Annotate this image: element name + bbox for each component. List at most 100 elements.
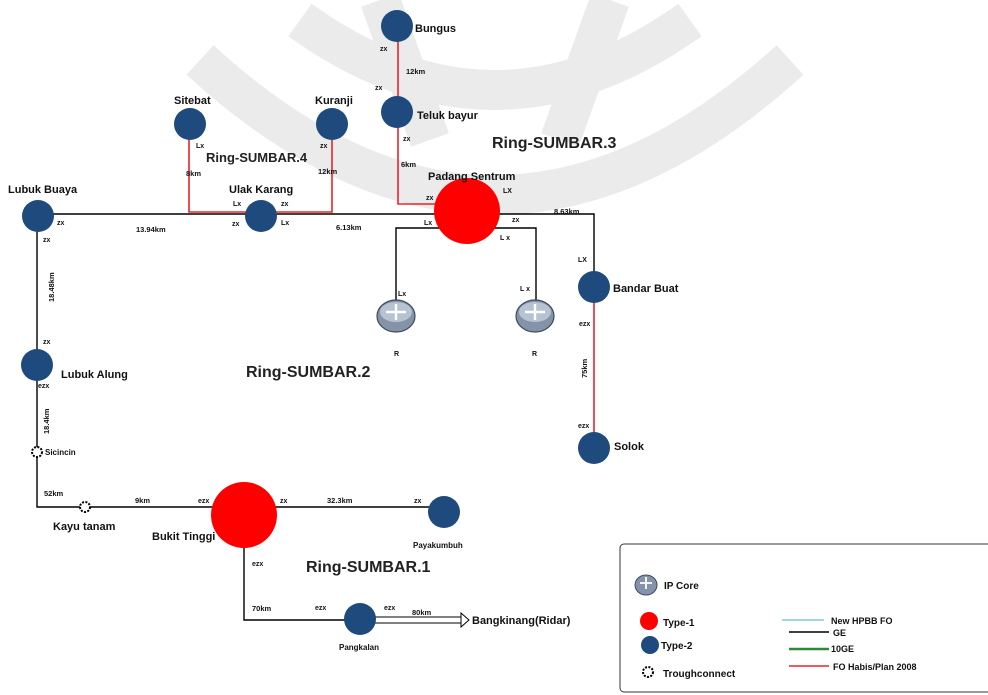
link-bukit-pangkalan <box>243 520 360 621</box>
port-padang-lx: LX <box>503 188 512 195</box>
node-lubuk-alung <box>21 349 53 381</box>
node-ulak-karang <box>245 200 277 232</box>
label-teluk-bayur: Teluk bayur <box>417 110 479 122</box>
port-bukit-zx: zx <box>280 498 288 505</box>
dist-ulak-padang: 6.13km <box>336 223 362 232</box>
legend-type1-label: Type-1 <box>663 618 695 629</box>
link-kuranji-ulak <box>274 124 333 213</box>
node-bungus <box>381 10 413 42</box>
port-sitebat-lx: Lx <box>196 143 204 150</box>
legend-ip-core-label: IP Core <box>664 581 699 592</box>
port-padang-zx: zx <box>426 195 434 202</box>
legend-new-hpbb-label: New HPBB FO <box>831 616 893 626</box>
dist-sicincin-kayu: 52km <box>44 489 64 498</box>
legend-10ge-label: 10GE <box>831 644 854 654</box>
ring-label-1: Ring-SUMBAR.1 <box>306 559 431 576</box>
troughconnect-sicincin <box>31 446 43 458</box>
label-payakumbuh: Payakumbuh <box>413 541 463 550</box>
label-bungus: Bungus <box>415 23 456 35</box>
label-pangkalan: Pangkalan <box>339 643 379 652</box>
ring-label-3: Ring-SUMBAR.3 <box>492 135 617 152</box>
label-lubuk-buaya: Lubuk Buaya <box>8 184 78 196</box>
port-bungus-zx: zx <box>380 46 388 53</box>
link-alung-kayu <box>36 364 244 508</box>
port-core-right-r: R <box>532 351 537 358</box>
node-padang-sentrum <box>434 178 500 244</box>
label-solok: Solok <box>614 441 645 453</box>
dist-kuranji-ulak: 12km <box>318 167 338 176</box>
port-solok-ezx: ezx <box>578 423 589 430</box>
distance-labels: 12km 6km 8km 12km 13.94km 6.13km 8.63km … <box>42 67 589 617</box>
legend-type1-icon <box>640 612 658 630</box>
label-bandar-buat: Bandar Buat <box>613 283 679 295</box>
ip-core-router-right <box>515 299 555 333</box>
ring-label-4: Ring-SUMBAR.4 <box>206 150 308 165</box>
port-bukit-ezx: ezx <box>198 498 209 505</box>
dist-sitebat-ulak: 8km <box>186 169 201 178</box>
link-padang-core-left <box>395 227 440 312</box>
port-ulak-zx-left: zx <box>232 221 240 228</box>
port-lubukbuaya-zx-right: zx <box>57 220 65 227</box>
label-bukit-tinggi: Bukit Tinggi <box>152 531 215 543</box>
legend-ge-label: GE <box>833 628 846 638</box>
label-lubuk-alung: Lubuk Alung <box>61 369 128 381</box>
link-teluk-padang <box>397 112 440 205</box>
port-paya-zx: zx <box>414 498 422 505</box>
legend-troughconnect-label: Troughconnect <box>663 669 736 680</box>
type2-nodes <box>21 10 610 635</box>
legend-type2-icon <box>641 636 659 654</box>
dist-pangkalan-bangkinang: 80km <box>412 608 432 617</box>
legend: IP Core Type-1 Type-2 Troughconnect New … <box>619 543 988 693</box>
node-teluk-bayur <box>381 96 413 128</box>
port-bandar-ezx: ezx <box>579 321 590 328</box>
legend-type2-label: Type-2 <box>661 641 693 652</box>
link-sitebat-ulak <box>188 124 246 213</box>
port-pangkalan-ezx-left: ezx <box>315 605 326 612</box>
legend-box <box>619 543 988 693</box>
dist-bandar-solok: 75km <box>580 358 589 378</box>
link-padang-core-right <box>490 227 537 312</box>
port-labels: zx zx zx Lx zx Lx zx zx Lx zx zx zx LX L… <box>38 46 590 612</box>
label-kayu-tanam: Kayu tanam <box>53 521 116 533</box>
dist-alung-sicincin: 18.4km <box>42 408 51 434</box>
node-bandar-buat <box>578 271 610 303</box>
port-pangkalan-ezx-right: ezx <box>384 605 395 612</box>
link-padang-bandar <box>498 213 595 288</box>
legend-fo-plan-label: FO Habis/Plan 2008 <box>833 662 917 672</box>
node-kuranji <box>316 108 348 140</box>
type1-nodes <box>211 178 500 548</box>
port-ulak-lx-right: Lx <box>281 220 289 227</box>
label-kuranji: Kuranji <box>315 95 353 107</box>
port-bandar-lx: LX <box>578 257 587 264</box>
label-ulak-karang: Ulak Karang <box>229 184 293 196</box>
node-lubuk-buaya <box>22 200 54 232</box>
port-bukit-ezx-bottom: ezx <box>252 561 263 568</box>
legend-troughconnect-icon <box>642 666 654 678</box>
port-alung-ezx: ezx <box>38 383 49 390</box>
dist-teluk-padang: 6km <box>401 160 416 169</box>
ip-core-router-left <box>376 299 416 333</box>
port-teluk-zx-bottom: zx <box>403 136 411 143</box>
label-padang-sentrum: Padang Sentrum <box>428 171 516 183</box>
port-lubukbuaya-zx-bottom: zx <box>43 237 51 244</box>
dist-bukit-paya: 32.3km <box>327 496 353 505</box>
dist-kayu-bukit: 9km <box>135 496 150 505</box>
port-core-left-lx: Lx <box>398 291 406 298</box>
ring-label-2: Ring-SUMBAR.2 <box>246 364 371 381</box>
dist-padang-bandar: 8.63km <box>554 207 580 216</box>
dist-bungus-teluk: 12km <box>406 67 426 76</box>
port-kuranji-zx: zx <box>320 143 328 150</box>
label-sitebat: Sitebat <box>174 95 211 107</box>
label-sicincin: Sicincin <box>45 448 76 457</box>
node-payakumbuh <box>428 496 460 528</box>
port-core-left-r: R <box>394 351 399 358</box>
port-teluk-zx-top: zx <box>375 85 383 92</box>
port-ulak-zx-top: zx <box>281 201 289 208</box>
port-ulak-lx-top: Lx <box>233 201 241 208</box>
dist-bukit-pangkalan: 70km <box>252 604 272 613</box>
label-bangkinang: Bangkinang(Ridar) <box>472 615 571 627</box>
node-pangkalan <box>344 603 376 635</box>
node-bukit-tinggi <box>211 482 277 548</box>
fo-plan-links <box>188 26 595 447</box>
